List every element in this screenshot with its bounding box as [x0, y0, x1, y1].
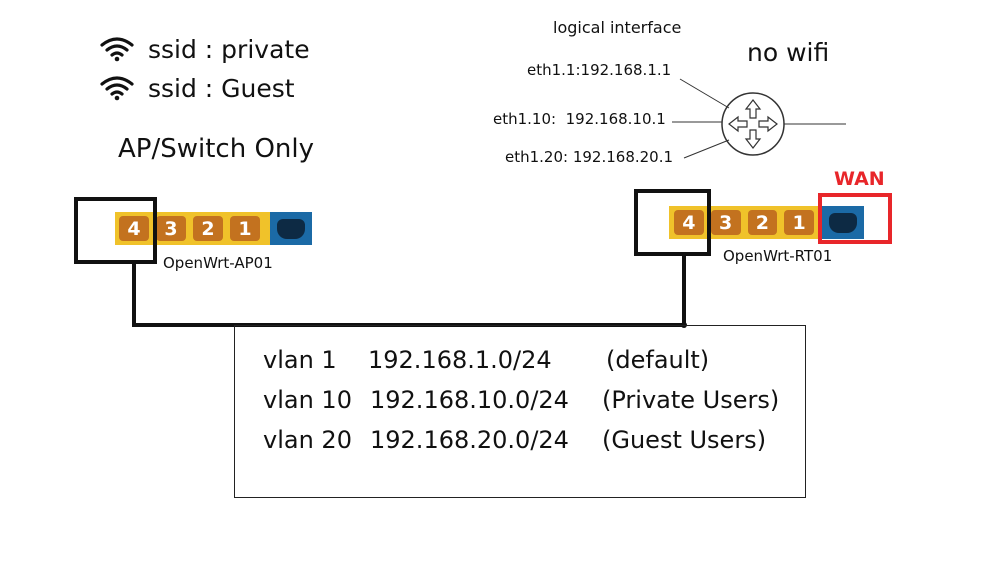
vlan-id: vlan 1	[263, 346, 337, 374]
ap-port-strip: 4 3 2 1	[115, 212, 271, 245]
ethernet-socket-icon	[828, 212, 857, 233]
wifi-icon	[100, 37, 134, 62]
router-port-4-highlight	[634, 189, 711, 256]
ap-port-2: 2	[193, 216, 223, 241]
wan-label: WAN	[834, 168, 885, 190]
router-port-1: 1	[784, 210, 814, 235]
vlan-table	[234, 325, 806, 498]
vlan-subnet: 192.168.1.0/24	[368, 346, 552, 374]
vlan-note: (Private Users)	[602, 386, 780, 414]
interface-address: 192.168.10.1	[565, 110, 666, 128]
ap-uplink-port	[270, 212, 312, 245]
vlan-id: vlan 20	[263, 426, 352, 454]
ssid-label: ssid : Guest	[148, 73, 295, 103]
router-port-3: 3	[710, 210, 741, 235]
vlan-subnet: 192.168.20.0/24	[370, 426, 569, 454]
router-port-4: 4	[674, 210, 704, 235]
router-device-name: OpenWrt-RT01	[723, 247, 833, 265]
router-port-strip: 4 3 2 1	[669, 206, 821, 239]
no-wifi-label: no wifi	[747, 38, 830, 67]
ethernet-socket-icon	[277, 218, 305, 239]
router-port-2: 2	[747, 210, 778, 235]
router-wan-port	[821, 206, 864, 239]
if-20-line	[683, 139, 730, 159]
interface-eth1-10: eth1.10: 192.168.10.1	[493, 112, 666, 127]
ssid-label: ssid : private	[148, 34, 310, 64]
interface-name: eth1.10:	[493, 110, 557, 128]
interface-eth1-1: eth1.1:192.168.1.1	[527, 61, 672, 79]
ap-port-4-highlight	[74, 197, 157, 264]
ap-port-4: 4	[119, 216, 149, 241]
logical-interface-title: logical interface	[553, 18, 682, 37]
router-icon	[721, 92, 785, 156]
ap-device-name: OpenWrt-AP01	[163, 254, 273, 272]
ssid-private-row: ssid : private	[100, 36, 310, 62]
ap-port-1: 1	[230, 216, 260, 241]
if-1-line	[679, 78, 730, 109]
wifi-icon	[100, 76, 134, 101]
ap-port-3: 3	[156, 216, 186, 241]
vlan-note: (Guest Users)	[602, 426, 767, 454]
vlan-subnet: 192.168.10.0/24	[370, 386, 569, 414]
interface-eth1-20: eth1.20: 192.168.20.1	[505, 148, 674, 166]
vlan-note: (default)	[606, 346, 710, 374]
ap-caption: AP/Switch Only	[118, 134, 315, 164]
wan-highlight	[818, 193, 892, 244]
ssid-guest-row: ssid : Guest	[100, 75, 295, 101]
vlan-id: vlan 10	[263, 386, 352, 414]
